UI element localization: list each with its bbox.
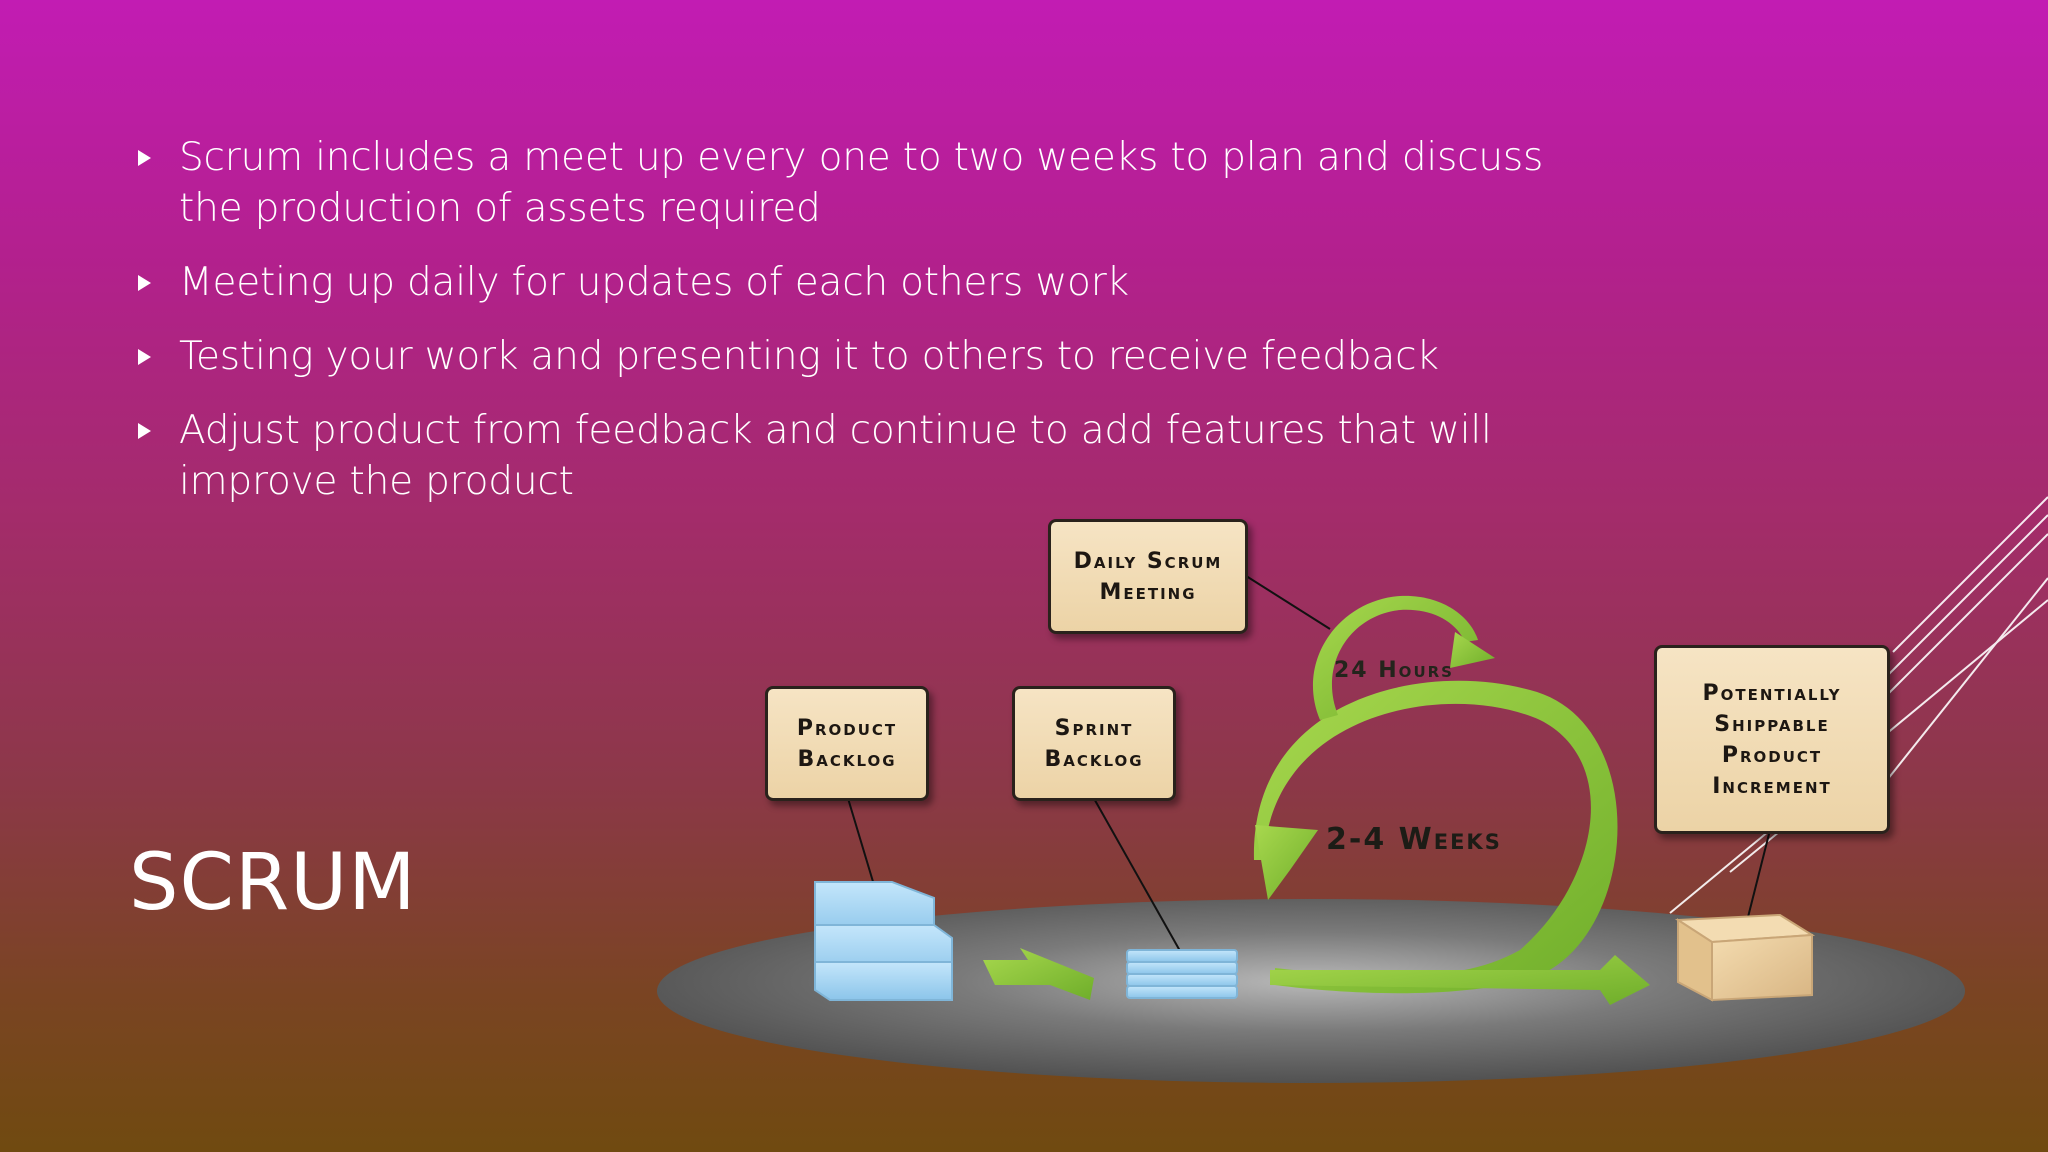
triangle-bullet-icon (138, 349, 151, 365)
triangle-bullet-icon (138, 275, 151, 291)
bullet-item: Meeting up daily for updates of each oth… (136, 257, 1576, 308)
connector-lines (846, 573, 1771, 959)
shipping-box-icon (1674, 913, 1816, 1002)
bullet-item: Testing your work and presenting it to o… (136, 331, 1576, 382)
sprint-backlog-label: Sprint Backlog (1012, 686, 1176, 801)
bullet-text: Testing your work and presenting it to o… (179, 334, 1439, 379)
triangle-bullet-icon (138, 150, 151, 166)
product-backlog-stack-icon (814, 881, 953, 1001)
daily-scrum-label: Daily Scrum Meeting (1048, 519, 1248, 634)
triangle-bullet-icon (138, 423, 151, 439)
product-increment-label: Potentially Shippable Product Increment (1654, 645, 1890, 834)
bullet-item: Scrum includes a meet up every one to tw… (136, 132, 1576, 234)
product-backlog-label: Product Backlog (765, 686, 929, 801)
sprint-loop-arrow-icon (1253, 680, 1650, 1005)
bullet-text: Meeting up daily for updates of each oth… (179, 260, 1129, 305)
bullet-text: Adjust product from feedback and continu… (179, 408, 1492, 504)
sprint-backlog-stack-icon (1126, 949, 1238, 999)
daily-loop-arrow-icon (1312, 595, 1495, 720)
slide-title: SCRUM (129, 838, 417, 928)
bullet-list: Scrum includes a meet up every one to tw… (136, 132, 1576, 530)
bullet-text: Scrum includes a meet up every one to tw… (179, 135, 1544, 231)
bullet-item: Adjust product from feedback and continu… (136, 405, 1576, 507)
small-arrow-icon (983, 948, 1094, 1000)
platform-ellipse (657, 899, 1965, 1083)
weeks-label: 2-4 Weeks (1326, 822, 1502, 857)
hours-label: 24 Hours (1334, 658, 1454, 683)
